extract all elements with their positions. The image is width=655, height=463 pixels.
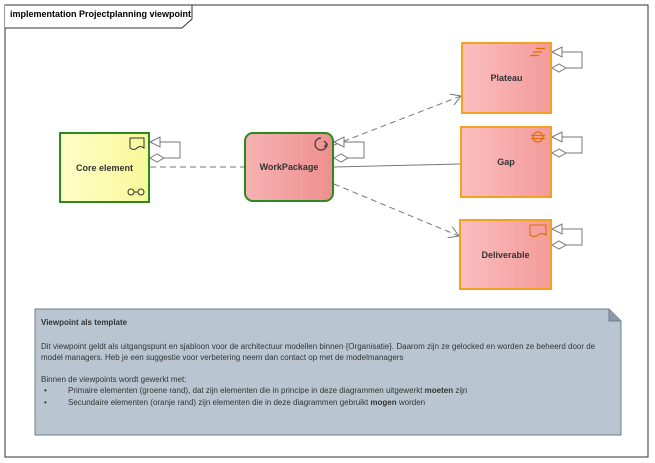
self-relation-plateau: [550, 46, 583, 73]
workpackage-element[interactable]: WorkPackage: [244, 132, 334, 202]
viewpoint-note: Viewpoint als template Dit viewpoint gel…: [35, 309, 621, 435]
deliverable-element[interactable]: Deliverable: [459, 219, 552, 290]
core-element[interactable]: Core element: [59, 132, 150, 203]
connector-workpackage-deliverable[interactable]: [333, 183, 459, 236]
link-icon: [127, 188, 145, 196]
note-fold: [608, 309, 621, 322]
deliverable-label: Deliverable: [481, 249, 530, 260]
note-bullet-secondary-text: Secundaire elementen (oranje rand) zijn …: [68, 397, 371, 407]
diagram-title: implementation Projectplanning viewpoint: [10, 9, 192, 19]
gap-label: Gap: [497, 157, 515, 167]
self-relation-gap: [550, 131, 583, 158]
note-bullet-primary-text: Primaire elementen (groene rand), dat zi…: [68, 386, 425, 396]
core-element-label: Core element: [75, 162, 134, 173]
note-bullet-list: Primaire elementen (groene rand), dat zi…: [41, 385, 615, 408]
note-paragraph-list-intro: Binnen de viewpoints wordt gewerkt met:: [41, 374, 187, 384]
note-bullet-primary: Primaire elementen (groene rand), dat zi…: [41, 385, 615, 397]
deliverable-icon: [529, 224, 547, 238]
connector-workpackage-gap[interactable]: [333, 163, 461, 168]
plateau-label: Plateau: [490, 73, 523, 83]
gap-element[interactable]: Gap: [460, 126, 552, 198]
connector-workpackage-plateau[interactable]: [333, 96, 461, 146]
frame-title-tab: [5, 4, 193, 29]
representation-icon: [129, 137, 145, 150]
gap-icon: [531, 131, 545, 143]
self-relation-core: [148, 136, 181, 163]
note-bullet-primary-suffix: zijn: [453, 386, 468, 396]
plateau-element[interactable]: Plateau: [461, 42, 552, 114]
note-bullet-secondary-suffix: worden: [396, 397, 426, 407]
workpackage-label: WorkPackage: [259, 162, 319, 172]
note-bullet-secondary: Secundaire elementen (oranje rand) zijn …: [41, 397, 615, 409]
note-bullet-secondary-emphasis: mogen: [370, 397, 397, 407]
self-relation-workpackage: [332, 136, 365, 163]
note-bullet-primary-emphasis: moeten: [424, 386, 454, 396]
self-relation-deliverable: [550, 223, 583, 250]
event-icon: [314, 137, 328, 151]
note-title: Viewpoint als template: [41, 318, 128, 327]
plateau-icon: [530, 47, 545, 57]
note-paragraph-intro: Dit viewpoint geldt als uitgangspunt en …: [41, 341, 596, 363]
